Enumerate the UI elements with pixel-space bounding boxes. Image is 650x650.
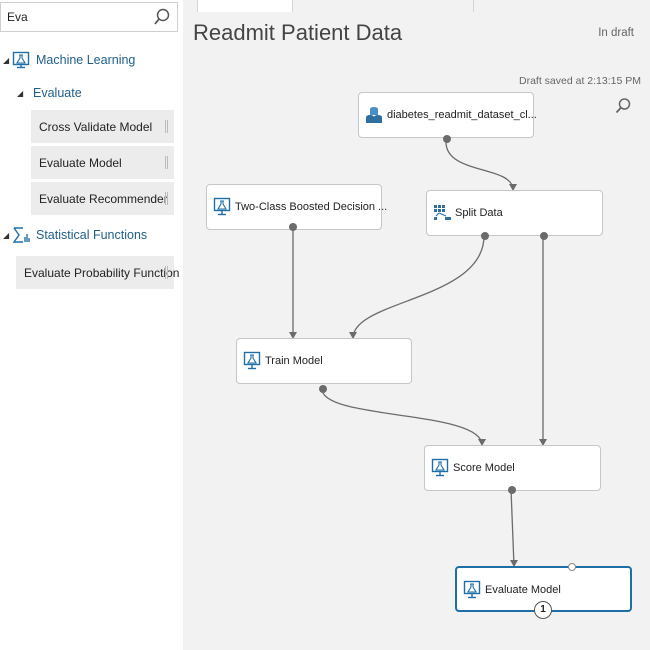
palette-item-evaluate-recommender[interactable]: Evaluate Recommender (31, 182, 174, 215)
flask-monitor-icon (213, 197, 231, 216)
search-icon[interactable] (153, 8, 171, 26)
module-score-model[interactable]: Score Model (424, 445, 601, 494)
draft-saved-text: Draft saved at 2:13:15 PM (519, 75, 641, 87)
module-label: Score Model (453, 462, 515, 474)
category-label: Machine Learning (36, 53, 136, 67)
category-statistical-functions[interactable]: ◢ Statistical Functions (0, 225, 180, 247)
dataset-cylinders-icon (366, 107, 382, 123)
sigma-bars-icon (12, 227, 30, 243)
collapse-triangle-icon[interactable]: ◢ (17, 89, 24, 98)
experiment-title[interactable]: Readmit Patient Data (193, 20, 403, 45)
module-split-data[interactable]: Split Data (426, 190, 603, 240)
palette-item-evaluate-model[interactable]: Evaluate Model (31, 146, 174, 179)
module-label: Train Model (265, 355, 323, 367)
collapse-triangle-icon[interactable]: ◢ (3, 56, 10, 65)
module-train-model[interactable]: Train Model (236, 338, 412, 393)
module-label: Evaluate Model (485, 584, 561, 596)
drag-handle-icon[interactable] (165, 156, 168, 169)
drag-handle-icon[interactable] (165, 120, 168, 133)
output-port-right[interactable] (540, 232, 548, 240)
drag-handle-icon[interactable] (165, 266, 168, 279)
category-label: Statistical Functions (36, 228, 148, 242)
subcategory-label: Evaluate (33, 86, 82, 100)
palette-item-label: Cross Validate Model (39, 120, 153, 134)
tab-active[interactable] (197, 0, 293, 12)
drag-handle-icon[interactable] (165, 192, 168, 205)
output-port[interactable] (319, 385, 327, 393)
collapse-triangle-icon[interactable]: ◢ (3, 231, 10, 240)
search-value: Eva (7, 10, 28, 24)
zoom-search-icon[interactable] (614, 97, 632, 115)
palette-item-evaluate-probability-function[interactable]: Evaluate Probability Function (16, 256, 179, 289)
input-port-open[interactable] (568, 563, 576, 571)
palette-item-label: Evaluate Recommender (39, 192, 168, 206)
output-port[interactable] (289, 223, 297, 231)
module-label: Split Data (455, 207, 503, 219)
subcategory-evaluate[interactable]: ◢ Evaluate (0, 83, 180, 105)
output-port[interactable] (508, 486, 516, 494)
flask-monitor-icon (12, 51, 30, 69)
experiment-status: In draft (598, 27, 634, 39)
flask-monitor-icon (463, 580, 481, 599)
palette-item-label: Evaluate Probability Function (24, 266, 180, 280)
module-dataset[interactable]: diabetes_readmit_dataset_cl... (358, 92, 537, 143)
module-label: Two-Class Boosted Decision ... (235, 201, 388, 213)
module-two-class-boosted-decision-tree[interactable]: Two-Class Boosted Decision ... (206, 184, 387, 231)
palette-item-label: Evaluate Model (39, 156, 122, 170)
palette-search-input[interactable]: Eva (0, 2, 178, 32)
module-evaluate-model[interactable]: Evaluate Model 1 (455, 563, 632, 619)
tab-strip (183, 0, 650, 12)
palette-item-cross-validate-model[interactable]: Cross Validate Model (31, 110, 174, 143)
output-port[interactable] (443, 135, 451, 143)
output-port-badge[interactable]: 1 (534, 601, 552, 619)
output-port-left[interactable] (481, 232, 489, 240)
split-grid-icon (434, 205, 451, 220)
category-machine-learning[interactable]: ◢ Machine Learning (0, 50, 180, 72)
module-label: diabetes_readmit_dataset_cl... (387, 109, 537, 121)
flask-monitor-icon (243, 351, 261, 370)
tab-divider (473, 0, 474, 12)
module-palette: Eva ◢ Machine Learning ◢ Evaluate Cross … (0, 0, 180, 650)
flask-monitor-icon (431, 458, 449, 477)
